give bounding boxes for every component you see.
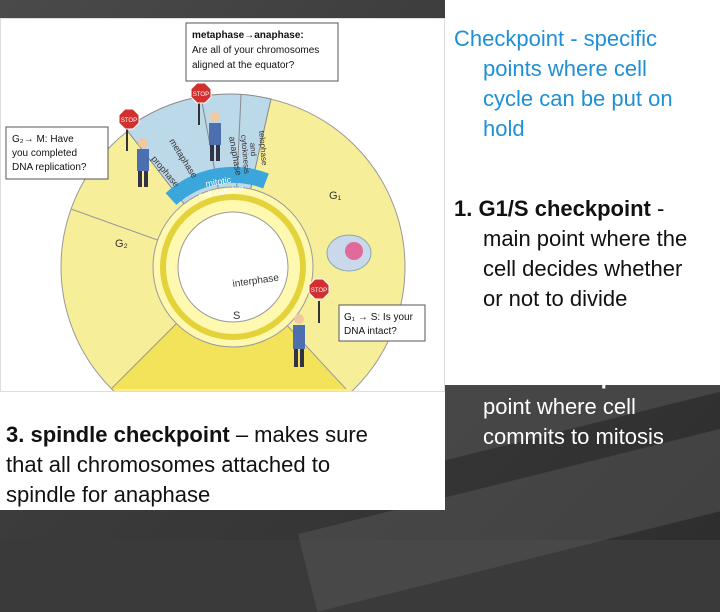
guard-figure-icon (293, 314, 305, 367)
cell-icon (326, 234, 372, 272)
g2m-heading: 2. G2/M checkpoint (454, 364, 655, 389)
svg-text:G₂→ M: Have: G₂→ M: Have (12, 134, 74, 145)
svg-text:STOP: STOP (311, 288, 327, 294)
svg-text:you completed: you completed (12, 148, 77, 159)
g1s-line2: main point where the (483, 226, 688, 251)
g2m-dash: - (654, 364, 668, 389)
g2m-line2: point where cell (483, 394, 636, 419)
checkpoint-def-line4: hold (483, 116, 525, 141)
g2-label: G₂ (115, 238, 128, 250)
svg-text:DNA intact?: DNA intact? (344, 326, 397, 337)
g2m-line3: commits to mitosis (483, 424, 664, 449)
mitotic-label-1: mitotic (205, 175, 233, 189)
cell-cycle-svg: G₁ G₂ S interphase mitotic cell division… (5, 22, 426, 440)
callout-metaphase: metaphase→anaphase: Are all of your chro… (185, 22, 339, 82)
spindle-line3: spindle for anaphase (6, 482, 211, 507)
checkpoint-def-line1: - specific (564, 26, 657, 51)
g1s-line4: or not to divide (483, 286, 628, 311)
bottom-text-panel (0, 392, 445, 510)
g1s-heading: 1. G1/S checkpoint (454, 196, 651, 221)
cycle-center (177, 211, 289, 323)
interphase-band (160, 194, 306, 340)
checkpoint-def-line2: points where cell (483, 56, 647, 81)
svg-text:STOP: STOP (121, 118, 137, 124)
cell-cycle-diagram: G₁ G₂ S interphase mitotic cell division… (0, 18, 445, 440)
svg-text:G₁ → S: Is your: G₁ → S: Is your (344, 312, 414, 323)
svg-text:DNA replication?: DNA replication? (12, 162, 87, 173)
callout-g1s: G₁ → S: Is your DNA intact? (338, 304, 426, 342)
g2m-checkpoint-point: 2. G2/M checkpoint - point where cell co… (454, 362, 668, 452)
right-text-panel (445, 0, 720, 385)
guard-figure-icon (137, 138, 149, 187)
stop-sign-icon: STOP (118, 108, 140, 151)
and-label: and (248, 142, 258, 156)
g1-label: G₁ (329, 190, 342, 202)
svg-text:metaphase→anaphase:: metaphase→anaphase: (192, 30, 304, 41)
checkpoint-definition: Checkpoint - specific points where cell … (454, 24, 673, 144)
checkpoint-term: Checkpoint (454, 26, 565, 51)
spindle-checkpoint-point: 3. spindle checkpoint – makes sure that … (6, 420, 368, 510)
s-label: S (233, 310, 240, 322)
spindle-line2: that all chromosomes attached to (6, 452, 331, 477)
spindle-line1: – makes sure (229, 422, 368, 447)
g1s-line3: cell decides whether (483, 256, 683, 281)
mitotic-arrow (165, 166, 269, 206)
cytokinesis-label: cytokinesis (239, 134, 251, 174)
checkpoint-def-line3: cycle can be put on (483, 86, 673, 111)
stop-sign-icon: STOP (308, 278, 330, 323)
stop-sign-icon: STOP (190, 82, 212, 125)
g1s-dash: - (650, 196, 665, 221)
svg-text:STOP: STOP (193, 92, 209, 98)
callout-g2m: G₂→ M: Have you completed DNA replicatio… (5, 126, 109, 180)
telophase-label: telophase (257, 130, 269, 166)
spindle-heading: 3. spindle checkpoint (6, 422, 230, 447)
g1s-checkpoint-point: 1. G1/S checkpoint - main point where th… (454, 194, 720, 314)
svg-text:Are all of your chromosomes: Are all of your chromosomes (192, 45, 319, 56)
guard-figure-icon (209, 112, 221, 161)
svg-text:aligned at the equator?: aligned at the equator? (192, 60, 295, 71)
